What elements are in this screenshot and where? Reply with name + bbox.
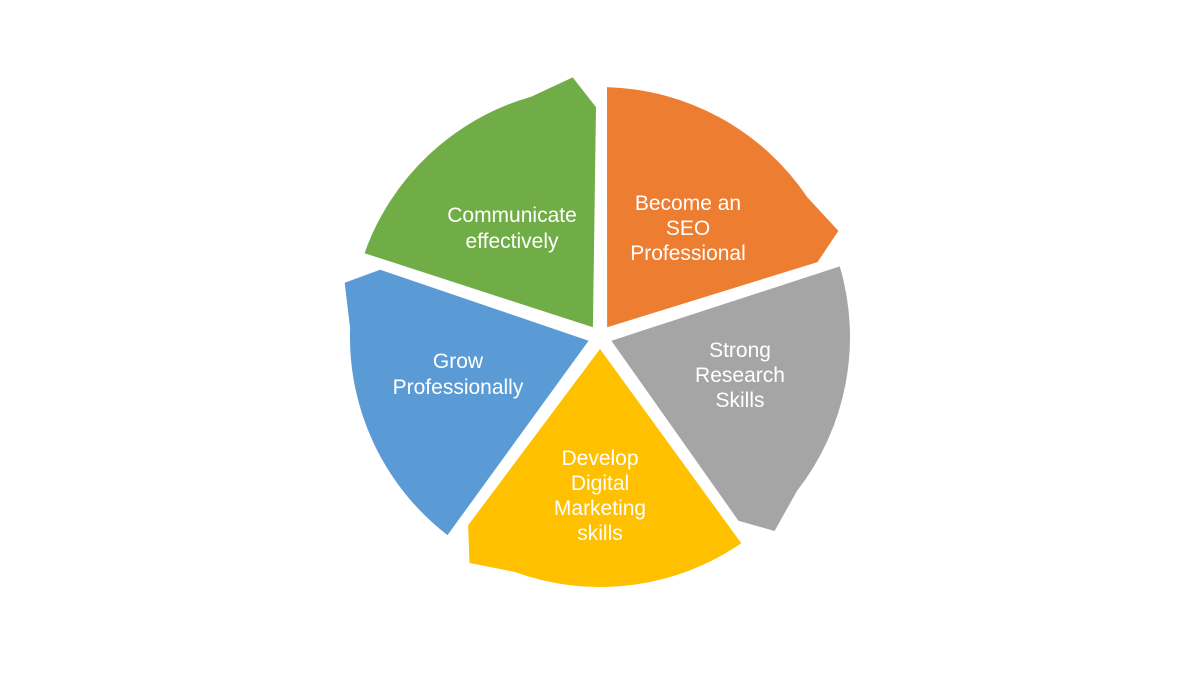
- segment-label-line: Marketing: [554, 497, 646, 520]
- segment-shape-arrow-wedge: [364, 77, 596, 328]
- segment-label-line: Grow: [433, 350, 484, 373]
- segment-label-line: SEO: [666, 217, 710, 240]
- segment-label-line: skills: [577, 522, 623, 545]
- segment-label-line: Professionally: [393, 376, 524, 399]
- cycle-segment-develop-digital-marketing-skills: Develop Digital Marketing skills: [468, 349, 742, 588]
- cycle-segment-communicate-effectively: Communicate effectively: [364, 77, 596, 328]
- segment-shape-arrow-wedge: [611, 266, 850, 531]
- segment-label-line: Communicate: [447, 204, 577, 227]
- segment-label-line: Develop: [561, 447, 638, 470]
- segment-shape-arrow-wedge: [344, 269, 589, 536]
- segment-label-line: Strong: [709, 339, 771, 362]
- segment-label-line: Research: [695, 364, 785, 387]
- segment-label-line: Professional: [630, 242, 746, 265]
- segment-label-line: effectively: [466, 230, 559, 253]
- cycle-segment-grow-professionally: Grow Professionally: [344, 269, 589, 536]
- segment-label-line: Skills: [715, 389, 764, 412]
- cycle-segment-become-seo-professional: Become an SEO Professional: [607, 87, 839, 328]
- cycle-segment-strong-research-skills: Strong Research Skills: [611, 266, 850, 531]
- segment-label-line: Become an: [635, 192, 741, 215]
- segment-label-line: Digital: [571, 472, 629, 495]
- segment-shape-arrow-wedge: [607, 87, 839, 328]
- segment-shape-arrow-wedge: [468, 349, 742, 588]
